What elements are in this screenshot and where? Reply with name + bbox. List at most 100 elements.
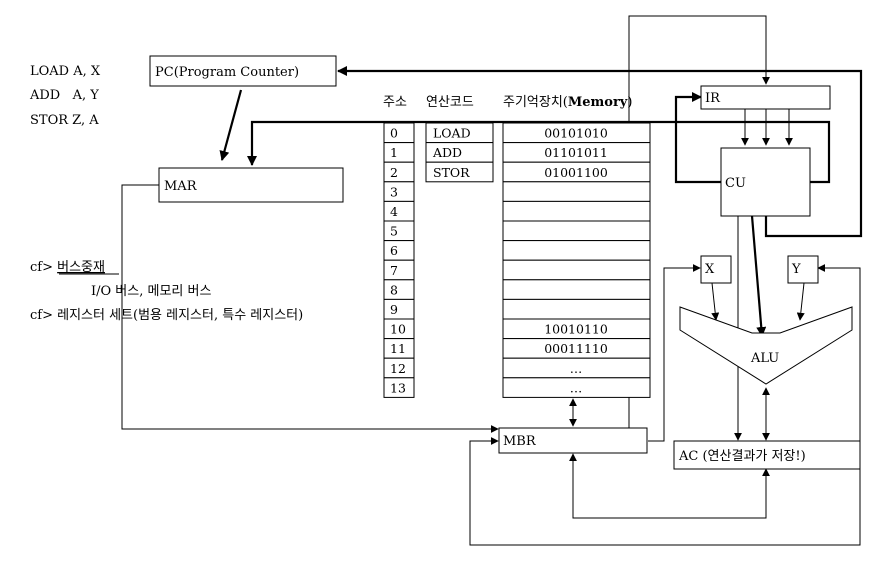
opcode-cell-border [425,161,494,183]
note-bus-detail: I/O 버스, 메모리 버스 [91,284,211,299]
ac-label: AC (연산결과가 저장!) [678,449,806,464]
address-cell-text: 5 [390,224,398,239]
address-cell: 12 [383,357,415,379]
cu-to-pc-line [337,66,863,238]
program-line: ADD A, Y [29,88,99,103]
memory-cell: 00011110 [502,338,651,359]
address-cell-text: 0 [390,126,398,141]
address-cell: 1 [383,142,415,163]
memory-cell-text: … [570,361,583,376]
memory-cell-text: 01101011 [544,145,608,160]
x-to-alu-line [711,282,720,321]
opcode-cell: STOR [425,161,494,183]
cu-to-alu-line [750,215,767,337]
y-to-alu-line [796,282,805,321]
address-cell-border [383,142,415,163]
x-register: X [700,255,732,284]
address-cell-text: 1 [390,145,398,160]
memory-cell: … [502,377,651,398]
address-cell: 9 [383,298,415,320]
address-cell: 13 [383,377,415,398]
address-cell-text: 13 [390,380,406,395]
address-cell-border [383,259,415,281]
address-cell-text: 4 [390,204,398,219]
notes: cf> 버스중재 I/O 버스, 메모리 버스 cf> 레지스터 세트(범용 레… [30,260,303,323]
memory-cell-border [502,181,651,202]
pc-to-mar-line [219,89,243,161]
memory-cell [502,298,651,320]
opcode-cell-text: ADD [432,145,462,160]
memory-cell [502,200,651,222]
memory-cell [502,240,651,261]
memory-cell [502,259,651,281]
address-cell: 11 [383,338,415,359]
address-cell-text: 9 [390,302,398,317]
memory-cell-border [502,259,651,281]
y-register: Y [787,255,819,284]
address-cell-text: 11 [390,341,406,356]
opcode-header: 연산코드 [426,95,474,110]
memory-cell: 01101011 [502,142,651,163]
opcode-column: LOAD ADD STOR [425,122,494,183]
opcode-cell: ADD [425,142,494,163]
address-cell: 3 [383,181,415,202]
address-header: 주소 [383,95,407,110]
address-cell-text: 3 [390,184,398,199]
address-cell: 7 [383,259,415,281]
address-cell-border [383,200,415,222]
opcode-cell-text: LOAD [433,126,471,141]
address-cell: 8 [383,279,415,300]
memory-cell-text: 10010110 [544,322,608,337]
address-cell-text: 7 [390,263,398,278]
mbr-register: MBR [498,427,648,454]
memory-cell: 01001100 [502,161,651,183]
memory-cell: 10010110 [502,318,651,340]
memory-cell [502,279,651,300]
memory-cell-text: 01001100 [544,165,608,180]
address-cell: 4 [383,200,415,222]
mbr-ac-line [569,453,770,519]
memory-header: 주소 연산코드 주기억장치(Memory) [383,95,632,110]
memory-cell-border [502,279,651,300]
mar-label: MAR [164,179,198,194]
memory-cell-border [502,377,651,398]
address-cell-border [383,161,415,183]
program-listing: LOAD A, X ADD A, Y STOR Z, A [29,64,101,128]
memory-cell-border [502,200,651,222]
memory-cell [502,220,651,242]
ir-register: IR [700,85,831,110]
memory-column: 00101010 01101011 01001100 10010110 00011110… [502,122,651,398]
address-cell: 2 [383,161,415,183]
pc-register: PC(Program Counter) [149,55,337,87]
memory-cell-border [502,240,651,261]
mbr-to-x-line [648,264,701,442]
address-cell-text: 10 [390,322,406,337]
ac-register: AC (연산결과가 저장!) [673,440,861,470]
memory-cell: … [502,357,651,379]
opcode-cell-text: STOR [433,165,470,180]
cu-unit: CU [720,147,811,217]
address-cell-border [383,220,415,242]
cu-label: CU [725,176,746,191]
y-label: Y [791,262,801,277]
pc-label: PC(Program Counter) [155,65,299,80]
memory-cell-border [502,298,651,320]
memory-cell-border [502,220,651,242]
address-cell: 5 [383,220,415,242]
cu-to-ir-line [674,92,722,184]
program-line: STOR Z, A [30,113,99,128]
address-cell: 6 [383,240,415,261]
memory-cell-text: 00101010 [544,126,608,141]
memory-cell-text: 00011110 [544,341,608,356]
program-line: LOAD A, X [30,64,101,79]
address-cell: 0 [383,122,415,144]
address-cell-text: 12 [390,361,406,376]
opcode-cell: LOAD [425,122,494,144]
address-cell-border [383,240,415,261]
memory-cell [502,181,651,202]
address-cell-border [383,298,415,320]
mar-to-mbr-line [121,184,499,433]
mbr-label: MBR [503,434,537,449]
